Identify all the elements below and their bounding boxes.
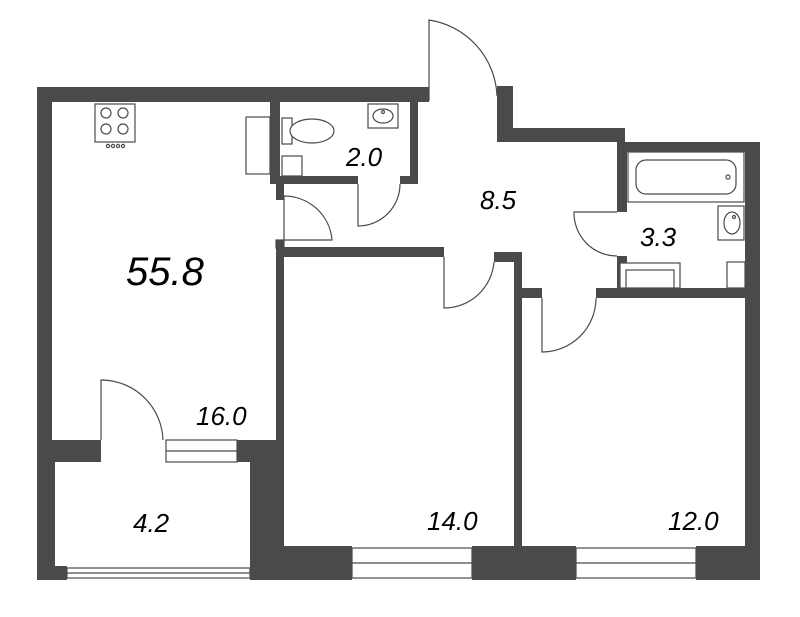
bathroom-area-label: 3.3 [640, 222, 677, 252]
bathtub-icon [627, 151, 745, 203]
sink-icon [367, 103, 399, 129]
bedroom-2-area-label: 12.0 [668, 506, 719, 536]
hall-area-label: 8.5 [480, 185, 517, 215]
total-area-label: 55.8 [126, 250, 205, 294]
kitchen-living-area-label: 16.0 [196, 401, 247, 431]
toilet-icon [245, 116, 335, 175]
wc-area-label: 2.0 [345, 142, 383, 172]
balcony-area-label: 4.2 [133, 508, 170, 538]
sink-icon [717, 205, 745, 241]
fixtures [94, 103, 746, 289]
doors [100, 19, 618, 441]
walls [37, 86, 760, 580]
bedroom-1-area-label: 14.0 [427, 506, 478, 536]
stove-icon [94, 103, 136, 149]
windows [66, 239, 697, 579]
